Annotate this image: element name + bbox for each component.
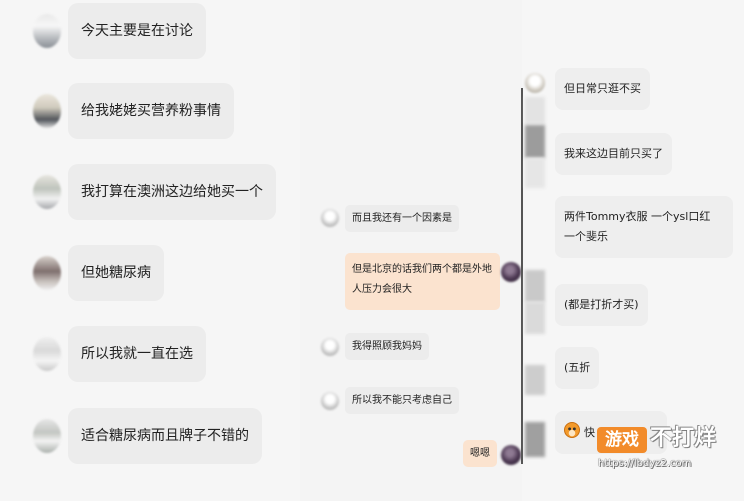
avatar[interactable] xyxy=(525,73,545,93)
message-bubble: 适合糖尿病而且牌子不错的 xyxy=(68,408,262,464)
avatar[interactable] xyxy=(321,209,339,227)
avatar[interactable] xyxy=(33,256,61,290)
own-message-bubble: 嗯嗯 xyxy=(463,440,497,467)
message-text: 快 xyxy=(584,426,595,439)
avatar[interactable] xyxy=(321,338,339,356)
blurred-block xyxy=(525,125,545,158)
avatar[interactable] xyxy=(33,175,61,209)
avatar[interactable] xyxy=(33,419,61,453)
message-bubble: 今天主要是在讨论 xyxy=(68,3,206,59)
screenshot-edge-divider xyxy=(521,88,523,464)
message-bubble: (五折 xyxy=(555,347,600,389)
blurred-block xyxy=(525,422,545,457)
message-bubble: 但她糖尿病 xyxy=(68,245,164,301)
message-bubble: 我打算在澳洲这边给她买一个 xyxy=(68,164,276,220)
blurred-block xyxy=(525,158,545,188)
avatar[interactable] xyxy=(33,14,61,48)
blurred-block xyxy=(525,97,545,124)
blurred-block xyxy=(525,365,545,395)
watermark-url: https://lbdyz2.com xyxy=(598,458,692,469)
message-bubble: 而且我还有一个因素是 xyxy=(345,205,459,232)
message-bubble: 我得照顾我妈妈 xyxy=(345,333,429,360)
watermark-logo-box: 游戏 xyxy=(597,427,647,453)
own-message-bubble: 但是北京的话我们两个都是外地人压力会很大 xyxy=(345,253,500,310)
message-bubble: 所以我不能只考虑自己 xyxy=(345,387,459,414)
avatar[interactable] xyxy=(321,392,339,410)
message-bubble: 给我姥姥买营养粉事情 xyxy=(68,83,234,139)
blurred-block xyxy=(525,270,545,302)
own-avatar[interactable] xyxy=(501,262,521,282)
message-bubble: 所以我就一直在选 xyxy=(68,326,206,382)
own-avatar[interactable] xyxy=(501,445,521,465)
middle-chat-panel xyxy=(300,0,522,501)
watermark-logo-text: 不打烊 xyxy=(650,426,717,451)
blurred-block xyxy=(525,302,545,334)
message-bubble: (都是打折才买) xyxy=(555,284,648,326)
avatar[interactable] xyxy=(33,337,61,371)
message-bubble: 我来这边目前只买了 xyxy=(555,133,672,175)
blurred-avatar-strip xyxy=(524,70,546,462)
tiger-face-icon xyxy=(564,422,580,438)
message-bubble: 两件Tommy衣服 一个ysl口红 一个斐乐 xyxy=(555,196,733,258)
avatar[interactable] xyxy=(33,94,61,128)
message-bubble: 但日常只逛不买 xyxy=(555,68,650,110)
